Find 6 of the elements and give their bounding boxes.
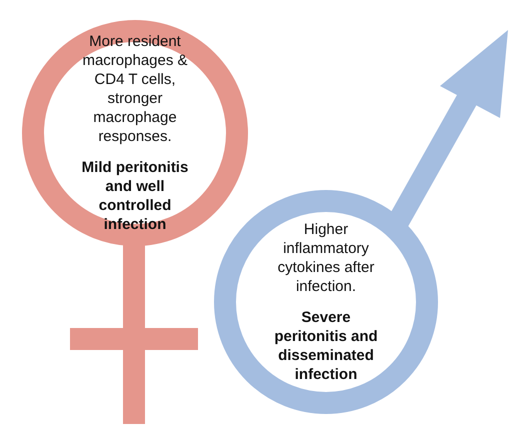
- description-text: More resident macrophages & CD4 T cells, stronger macrophage responses.: [81, 32, 189, 146]
- outcome-text: Severe peritonitis and disseminated infection: [273, 308, 379, 384]
- female-symbol-circle: [22, 20, 248, 246]
- male-symbol-circle: [214, 190, 438, 414]
- description-text: Higher inflammatory cytokines after infection.: [276, 220, 376, 296]
- outcome-text: Mild peritonitis and well controlled infection: [80, 158, 190, 234]
